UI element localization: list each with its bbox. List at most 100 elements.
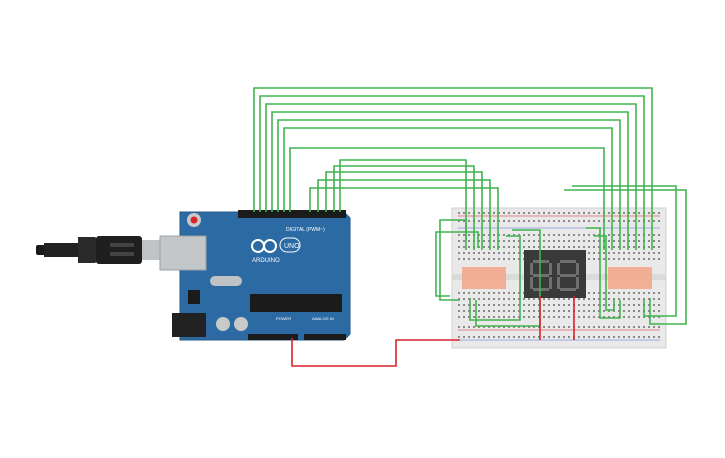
- breadboard-hole: [653, 316, 655, 318]
- breadboard-hole: [508, 304, 510, 306]
- breadboard-hole: [648, 292, 650, 294]
- breadboard-hole: [603, 304, 605, 306]
- breadboard-hole: [618, 252, 620, 254]
- breadboard-hole: [608, 240, 610, 242]
- breadboard-hole: [543, 240, 545, 242]
- breadboard-hole: [548, 240, 550, 242]
- breadboard-hole: [483, 326, 485, 328]
- arduino-board[interactable]: ARDUINO UNO DIGITAL (PWM~) POWER ANALOG …: [159, 210, 351, 341]
- breadboard-hole: [603, 298, 605, 300]
- breadboard-hole: [613, 252, 615, 254]
- breadboard-hole: [458, 326, 460, 328]
- breadboard-hole: [658, 310, 660, 312]
- breadboard-hole: [498, 292, 500, 294]
- breadboard-hole: [633, 252, 635, 254]
- breadboard-hole: [543, 246, 545, 248]
- breadboard-hole: [553, 326, 555, 328]
- breadboard-hole: [513, 304, 515, 306]
- breadboard-hole: [463, 292, 465, 294]
- breadboard-hole: [598, 310, 600, 312]
- digital-header-label: DIGITAL (PWM~): [286, 227, 325, 233]
- breadboard-hole: [493, 220, 495, 222]
- breadboard-hole: [658, 258, 660, 260]
- breadboard-hole: [593, 234, 595, 236]
- breadboard-hole: [538, 240, 540, 242]
- breadboard-hole: [618, 336, 620, 338]
- breadboard-hole: [623, 304, 625, 306]
- breadboard-hole: [658, 326, 660, 328]
- breadboard-hole: [643, 316, 645, 318]
- seven-segment-display[interactable]: [524, 250, 586, 298]
- breadboard-hole: [538, 304, 540, 306]
- breadboard-hole: [608, 212, 610, 214]
- breadboard-hole: [658, 316, 660, 318]
- breadboard-hole: [638, 292, 640, 294]
- breadboard-hole: [478, 258, 480, 260]
- breadboard-hole: [463, 212, 465, 214]
- breadboard-hole: [633, 336, 635, 338]
- breadboard-hole: [468, 246, 470, 248]
- breadboard-hole: [538, 316, 540, 318]
- breadboard-hole: [538, 234, 540, 236]
- breadboard-hole: [593, 246, 595, 248]
- breadboard-hole: [568, 298, 570, 300]
- breadboard-hole: [578, 212, 580, 214]
- breadboard-hole: [458, 316, 460, 318]
- breadboard-hole: [633, 246, 635, 248]
- breadboard-hole: [508, 326, 510, 328]
- breadboard-hole: [623, 326, 625, 328]
- breadboard-hole: [488, 246, 490, 248]
- breadboard-hole: [538, 326, 540, 328]
- breadboard-hole: [648, 220, 650, 222]
- breadboard-hole: [638, 316, 640, 318]
- breadboard-hole: [493, 240, 495, 242]
- breadboard-hole: [513, 316, 515, 318]
- breadboard-hole: [553, 298, 555, 300]
- breadboard-hole: [543, 298, 545, 300]
- breadboard-hole: [558, 304, 560, 306]
- breadboard-hole: [483, 292, 485, 294]
- breadboard-hole: [558, 298, 560, 300]
- breadboard-hole: [593, 298, 595, 300]
- breadboard-hole: [563, 246, 565, 248]
- breadboard-hole: [633, 316, 635, 318]
- breadboard-hole: [638, 304, 640, 306]
- usb-cable-icon[interactable]: [36, 236, 162, 264]
- breadboard-hole: [473, 316, 475, 318]
- breadboard-hole: [603, 258, 605, 260]
- breadboard-hole: [488, 292, 490, 294]
- breadboard-hole: [478, 336, 480, 338]
- breadboard-hole: [618, 292, 620, 294]
- breadboard-hole: [588, 310, 590, 312]
- breadboard-hole: [533, 326, 535, 328]
- breadboard-hole: [518, 246, 520, 248]
- breadboard-hole: [598, 304, 600, 306]
- breadboard-hole: [643, 326, 645, 328]
- breadboard-hole: [458, 220, 460, 222]
- breadboard-hole: [613, 326, 615, 328]
- breadboard-hole: [533, 234, 535, 236]
- breadboard-hole: [553, 316, 555, 318]
- breadboard-hole: [583, 240, 585, 242]
- breadboard-hole: [553, 310, 555, 312]
- breadboard-hole: [638, 240, 640, 242]
- breadboard-hole: [588, 220, 590, 222]
- breadboard-hole: [628, 252, 630, 254]
- breadboard-hole: [488, 336, 490, 338]
- breadboard-hole: [463, 326, 465, 328]
- breadboard-hole: [468, 258, 470, 260]
- breadboard-hole: [578, 336, 580, 338]
- breadboard-hole: [608, 298, 610, 300]
- breadboard-hole: [638, 234, 640, 236]
- breadboard-hole: [528, 316, 530, 318]
- breadboard-hole: [638, 310, 640, 312]
- breadboard-hole: [563, 220, 565, 222]
- breadboard-hole: [458, 240, 460, 242]
- breadboard-hole: [598, 298, 600, 300]
- breadboard-hole: [563, 326, 565, 328]
- breadboard-hole: [468, 326, 470, 328]
- breadboard-hole: [518, 316, 520, 318]
- breadboard-hole: [558, 316, 560, 318]
